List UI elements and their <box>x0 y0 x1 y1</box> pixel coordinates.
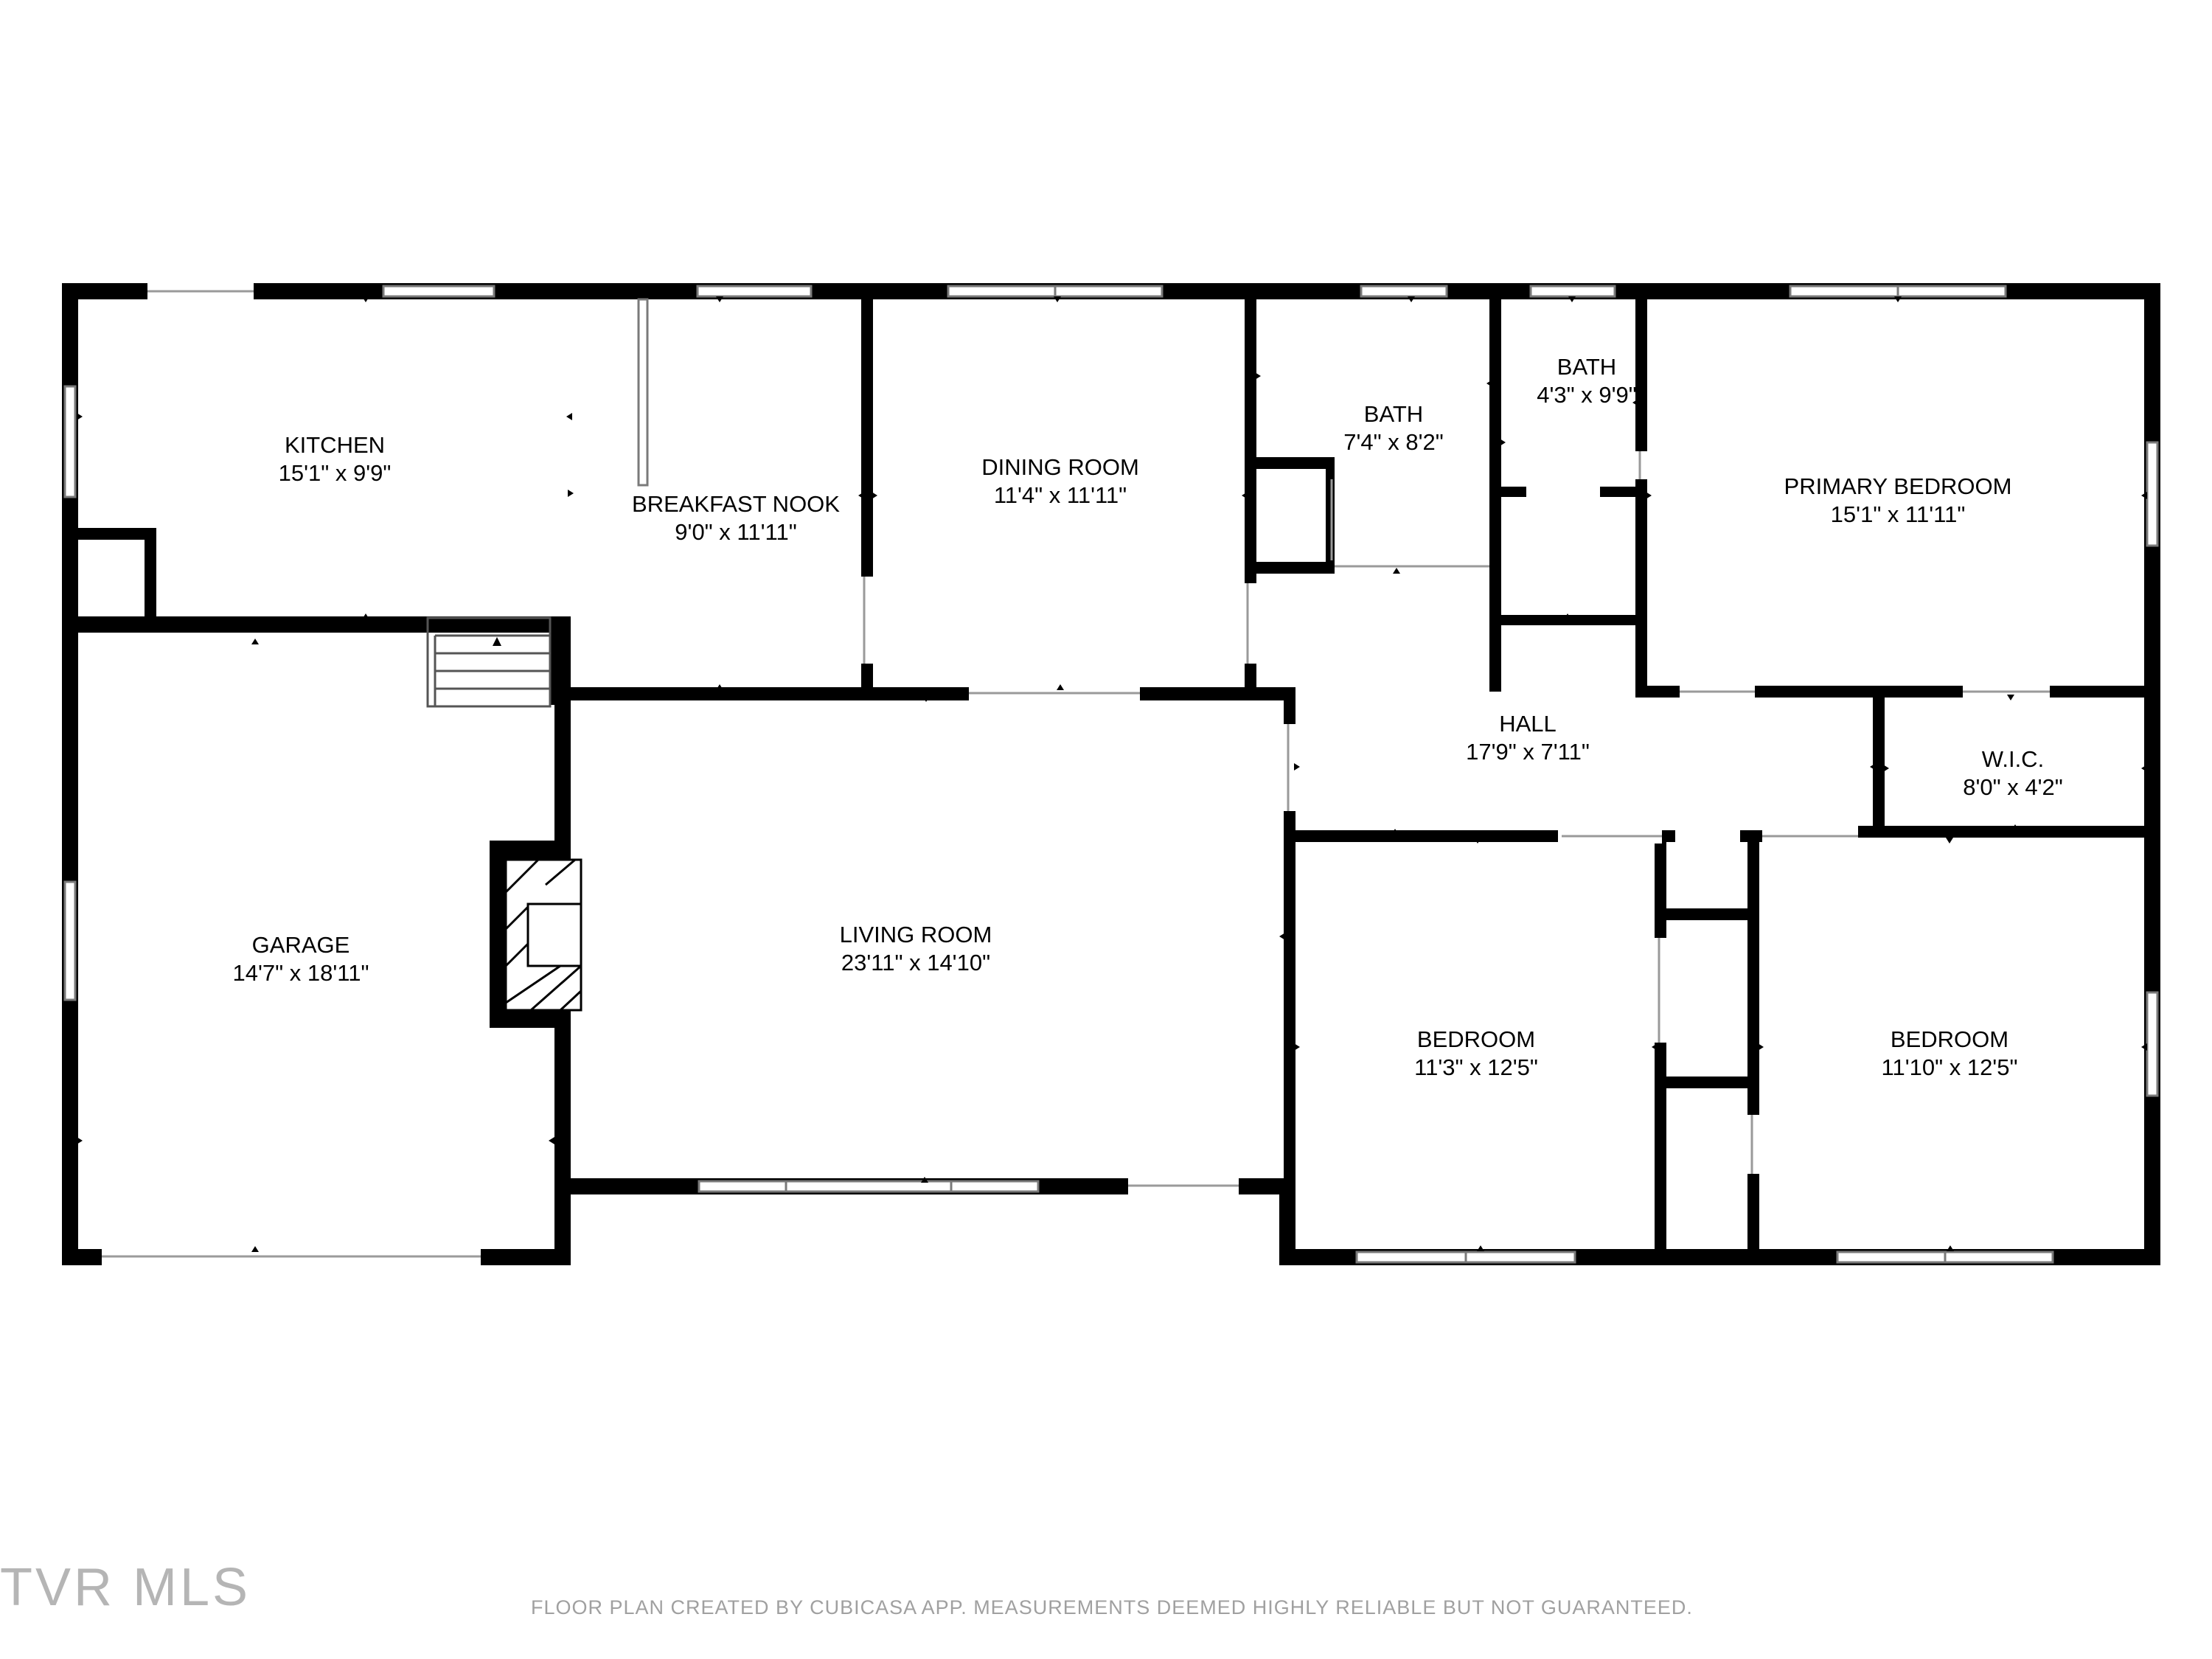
living-room-label: LIVING ROOM <box>840 922 992 947</box>
garage-dims: 14'7" x 18'11" <box>233 960 369 986</box>
breakfast-nook-label: BREAKFAST NOOK <box>632 491 840 517</box>
footer-disclaimer: FLOOR PLAN CREATED BY CUBICASA APP. MEAS… <box>531 1596 1693 1618</box>
bath-1-dims: 7'4" x 8'2" <box>1343 429 1444 455</box>
primary-bedroom-dims: 15'1" x 11'11" <box>1831 501 1966 527</box>
mls-watermark: TVR MLS <box>0 1558 251 1617</box>
fireplace <box>504 858 582 1012</box>
bedroom-1-dims: 11'3" x 12'5" <box>1414 1054 1538 1080</box>
bath-2-dims: 4'3" x 9'9" <box>1537 382 1637 408</box>
walls <box>62 283 2160 1265</box>
kitchen-counter <box>637 298 649 487</box>
hall-dims: 17'9" x 7'11" <box>1466 739 1590 765</box>
primary-bedroom-label: PRIMARY BEDROOM <box>1784 473 2012 499</box>
hall-label: HALL <box>1499 711 1557 737</box>
bedroom-1-label: BEDROOM <box>1417 1026 1535 1052</box>
dining-room-dims: 11'4" x 11'11" <box>994 482 1127 508</box>
bath-2-label: BATH <box>1557 354 1616 380</box>
door-openings <box>102 282 2050 1267</box>
kitchen-label: KITCHEN <box>285 432 385 458</box>
wic-label: W.I.C. <box>1982 746 2044 772</box>
garage-label: GARAGE <box>252 932 350 958</box>
breakfast-nook-dims: 9'0" x 11'11" <box>675 519 796 545</box>
bedroom-2-dims: 11'10" x 12'5" <box>1882 1054 2018 1080</box>
wall-markers <box>77 296 2147 1252</box>
stairs <box>426 616 552 708</box>
dining-room-label: DINING ROOM <box>981 454 1139 480</box>
wic-dims: 8'0" x 4'2" <box>1963 774 2063 800</box>
kitchen-dims: 15'1" x 9'9" <box>279 460 392 486</box>
door-jambs <box>102 290 2050 1258</box>
bedroom-2-label: BEDROOM <box>1891 1026 2008 1052</box>
living-room-dims: 23'11" x 14'10" <box>841 950 990 975</box>
bath-1-label: BATH <box>1364 401 1423 427</box>
room-labels: KITCHEN 15'1" x 9'9" BREAKFAST NOOK 9'0"… <box>233 354 2063 1080</box>
